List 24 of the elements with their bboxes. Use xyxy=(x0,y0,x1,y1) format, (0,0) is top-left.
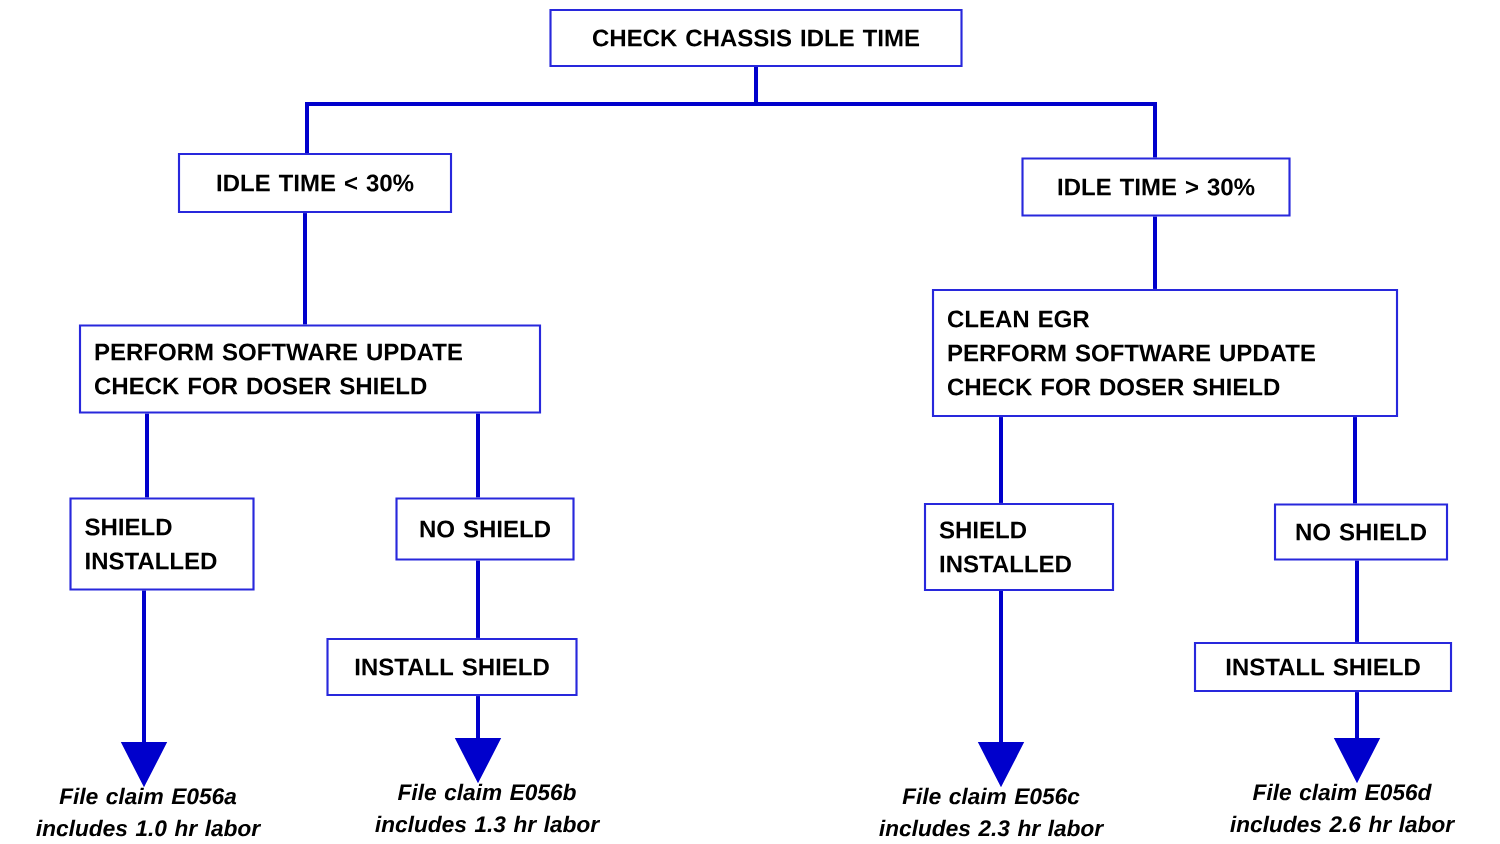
connector-line xyxy=(303,213,307,325)
process-box: IDLE TIME < 30% xyxy=(177,152,453,214)
connector-line xyxy=(754,67,1157,158)
connector-line xyxy=(1153,216,1157,289)
connector-line xyxy=(476,413,480,498)
process-box: SHIELD INSTALLED xyxy=(69,497,255,591)
process-box: PERFORM SOFTWARE UPDATE CHECK FOR DOSER SHIELD xyxy=(78,324,542,414)
claim-note: File claim E056d includes 2.6 hr labor xyxy=(1230,783,1456,833)
process-box: CLEAN EGR PERFORM SOFTWARE UPDATE CHECK FOR DOSER SHIELD xyxy=(931,288,1399,418)
process-box: INSTALL SHIELD xyxy=(326,637,578,697)
process-box: NO SHIELD xyxy=(395,497,575,561)
process-box: NO SHIELD xyxy=(1273,503,1449,561)
connector-line xyxy=(145,413,149,498)
process-box: SHIELD INSTALLED xyxy=(923,502,1115,592)
process-box: IDLE TIME > 30% xyxy=(1021,157,1291,217)
process-box: INSTALL SHIELD xyxy=(1193,641,1453,693)
claim-note: File claim E056c includes 2.3 hr labor xyxy=(879,787,1105,837)
connector-line xyxy=(476,560,480,638)
connector-line xyxy=(1355,560,1359,642)
process-box: CHECK CHASSIS IDLE TIME xyxy=(549,8,963,68)
connector-line xyxy=(999,417,1003,503)
claim-note: File claim E056a includes 1.0 hr labor xyxy=(36,787,262,837)
claim-note: File claim E056b includes 1.3 hr labor xyxy=(375,783,601,833)
connector-line xyxy=(1353,417,1357,504)
